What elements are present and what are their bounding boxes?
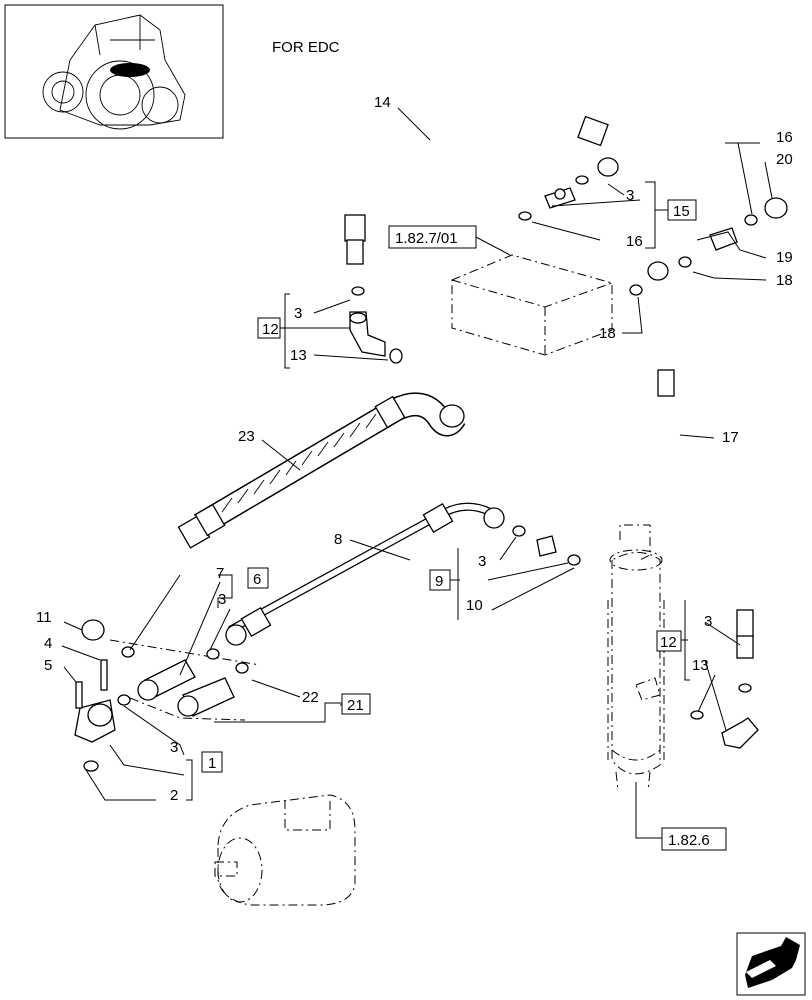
callout-box-12-upper — [257, 317, 281, 339]
leader-lines — [61, 107, 773, 839]
callout-21: 21 — [347, 697, 364, 714]
callout-5: 5 — [44, 657, 52, 674]
callout-4: 4 — [44, 635, 52, 652]
callout-20: 20 — [776, 151, 793, 168]
callout-3-lower: 3 — [170, 739, 178, 756]
callout-18-left: 18 — [599, 325, 616, 342]
callout-14: 14 — [374, 94, 391, 111]
callout-23: 23 — [238, 428, 255, 445]
elbow-fitting-12-upper — [349, 286, 403, 364]
callout-box-6 — [247, 567, 269, 589]
reference-label-1-82-7-01[interactable]: 1.82.7/01 — [395, 230, 458, 247]
callout-15: 15 — [673, 203, 690, 220]
callout-7: 7 — [216, 565, 224, 582]
callout-3-pipe8: 3 — [478, 553, 486, 570]
callout-3-upper-left: 3 — [294, 305, 302, 322]
reference-box-1-82-6[interactable] — [661, 827, 727, 851]
callout-22: 22 — [302, 689, 319, 706]
callout-3-mid: 3 — [218, 591, 226, 608]
callout-6: 6 — [253, 571, 261, 588]
reference-block — [451, 254, 613, 356]
reference-label-1-82-6[interactable]: 1.82.6 — [668, 832, 710, 849]
callout-9: 9 — [435, 573, 443, 590]
callout-box-9 — [429, 569, 451, 591]
pipe-14 — [344, 115, 621, 265]
callout-1: 1 — [208, 755, 216, 772]
callout-16-right: 16 — [776, 129, 793, 146]
callout-17: 17 — [722, 429, 739, 446]
hydraulic-pump — [214, 794, 356, 906]
callout-13-lower: 13 — [692, 657, 709, 674]
page-title: FOR EDC — [272, 39, 340, 56]
callout-box-15 — [667, 199, 697, 221]
callout-box-1 — [201, 751, 223, 773]
lift-cylinder — [607, 524, 665, 791]
callout-16-center: 16 — [626, 233, 643, 250]
pipe-17 — [647, 261, 754, 659]
callout-11: 11 — [36, 609, 52, 626]
callout-3-lower-right: 3 — [704, 613, 712, 630]
pipe-8 — [225, 502, 581, 646]
callout-2: 2 — [170, 787, 178, 804]
callout-8: 8 — [334, 531, 342, 548]
next-page-arrow-icon[interactable] — [736, 932, 806, 996]
fittings-16-20 — [629, 197, 788, 296]
callout-18-right: 18 — [776, 272, 793, 289]
callout-box-12-lower — [656, 630, 682, 652]
callout-12-lower: 12 — [660, 634, 677, 651]
callout-3-upper-right: 3 — [626, 187, 634, 204]
adapter-15 — [518, 175, 589, 221]
callout-10: 10 — [466, 597, 483, 614]
tractor-thumbnail-icon — [4, 4, 224, 139]
callout-box-21 — [341, 693, 371, 715]
elbow-fitting-12-lower — [690, 683, 759, 749]
reference-box-1-82-7-01[interactable] — [388, 225, 477, 249]
callout-19: 19 — [776, 249, 793, 266]
callout-12-upper: 12 — [262, 321, 279, 338]
hose-23 — [177, 392, 466, 549]
callout-13-upper: 13 — [290, 347, 307, 364]
